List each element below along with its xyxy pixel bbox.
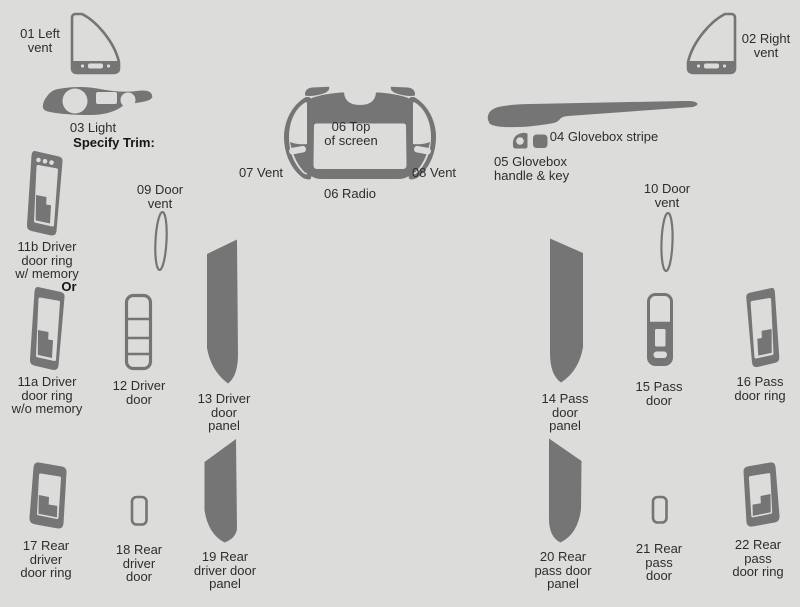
driver-door-panel-label: 13 Driver door panel [197,391,251,433]
glovebox-handle-key-label: 05 Glovebox handle & key [494,154,570,183]
pass-door-vent-label: 10 Door vent [643,181,691,210]
driver-door-ring-no-memory-label: 11a Driver door ring w/o memory [11,374,83,416]
driver-door-ring-memory-label: 11b Driver door ring w/ memory [15,239,79,281]
rear-driver-door-label: 18 Rear driver door [115,542,163,584]
top-of-screen-label: 06 Top of screen [324,119,378,148]
rear-pass-door-ring-shape [743,462,780,527]
radio-label: 06 Radio [323,186,377,201]
driver-door-vent-shape [154,210,168,272]
right-vent-surround [408,97,436,180]
pass-door-panel-shape [550,238,583,383]
right-vent-shape [686,12,737,75]
vent-right-center-label: 08 Vent [411,165,457,180]
specify-trim-heading: Specify Trim: [73,135,155,150]
driver-door-ring-memory-shape [26,150,63,236]
rear-pass-door-label: 21 Rear pass door [635,541,683,583]
pass-door-label: 15 Pass door [635,379,683,408]
driver-door-switch-shape [124,293,153,371]
left-vent-surround [284,97,312,180]
rear-driver-door-panel-shape [204,439,237,543]
glovebox-stripe-label: 04 Glovebox stripe [549,129,659,144]
left-vent-shape [70,12,121,75]
driver-door-label: 12 Driver door [112,378,166,407]
rear-driver-door-ring-shape [29,462,67,529]
glovebox-stripe-shape [487,101,698,128]
rear-pass-door-panel-label: 20 Rear pass door panel [534,549,592,591]
pass-door-vent-shape [660,211,674,273]
driver-door-ring-no-memory-shape [29,286,65,371]
light-switch-shape [42,87,153,115]
right-vent-label: 02 Right vent [741,31,791,60]
left-vent-label: 01 Left vent [20,26,60,55]
pass-door-ring-label: 16 Pass door ring [734,374,786,403]
radio-bezel-shape [284,86,436,180]
rear-driver-door-ring-label: 17 Rear driver door ring [20,538,72,580]
rear-driver-door-panel-label: 19 Rear driver door panel [193,549,257,591]
vent-left-center-label: 07 Vent [238,165,284,180]
pass-door-ring-shape [746,287,780,368]
rear-pass-door-switch-shape [651,495,668,524]
rear-driver-door-switch-shape [130,495,148,526]
driver-door-panel-shape [207,239,238,384]
glovebox-handle-key-shape [512,132,548,149]
light-label: 03 Light [69,120,117,135]
or-divider: Or [61,279,77,294]
rear-pass-door-ring-label: 22 Rear pass door ring [732,537,784,579]
driver-door-vent-label: 09 Door vent [136,182,184,211]
rear-pass-door-panel-shape [549,438,582,543]
pass-door-switch-shape [647,293,673,366]
pass-door-panel-label: 14 Pass door panel [541,391,589,433]
